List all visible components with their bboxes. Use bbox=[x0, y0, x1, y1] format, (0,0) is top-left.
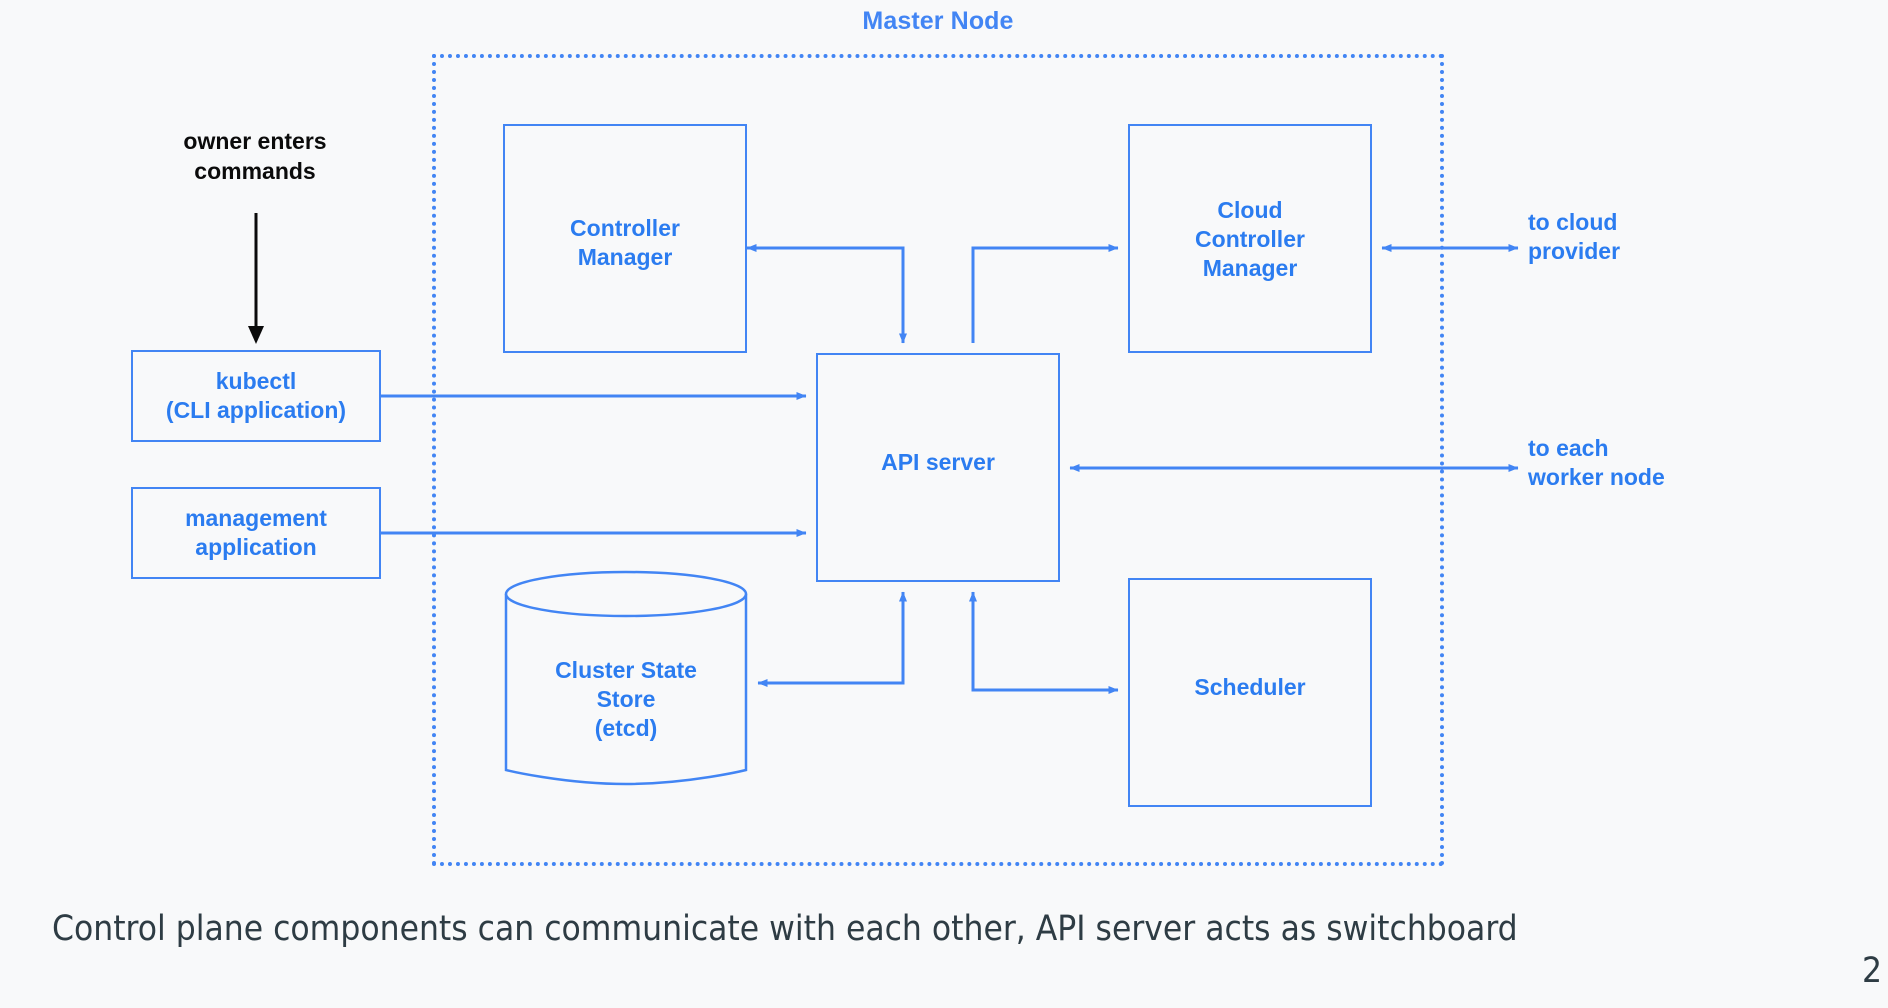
kubectl-label: kubectl(CLI application) bbox=[165, 368, 347, 423]
master-node-title-text: Master Node bbox=[862, 7, 1014, 35]
to-each-worker-node-label: to each worker node bbox=[1528, 435, 1665, 490]
kubectl-box[interactable]: kubectl(CLI application) bbox=[131, 350, 381, 442]
api-server-label: API server bbox=[881, 449, 995, 475]
scheduler-label: Scheduler bbox=[1194, 674, 1306, 700]
to-cloud-provider-label: to cloud provider bbox=[1528, 209, 1621, 264]
cluster-state-store-cylinder[interactable]: Cluster State Store (etcd) bbox=[503, 568, 749, 796]
master-node-title: Master Node bbox=[732, 6, 1144, 36]
slide-caption: Control plane components can communicate… bbox=[52, 909, 1518, 949]
master-node-boundary bbox=[432, 54, 1444, 866]
owner-enters-commands-label: owner enters commands bbox=[183, 128, 327, 184]
scheduler-box[interactable]: Scheduler bbox=[1128, 578, 1372, 807]
api-server-box[interactable]: API server bbox=[816, 353, 1060, 582]
page-number: 2 bbox=[1862, 951, 1883, 991]
